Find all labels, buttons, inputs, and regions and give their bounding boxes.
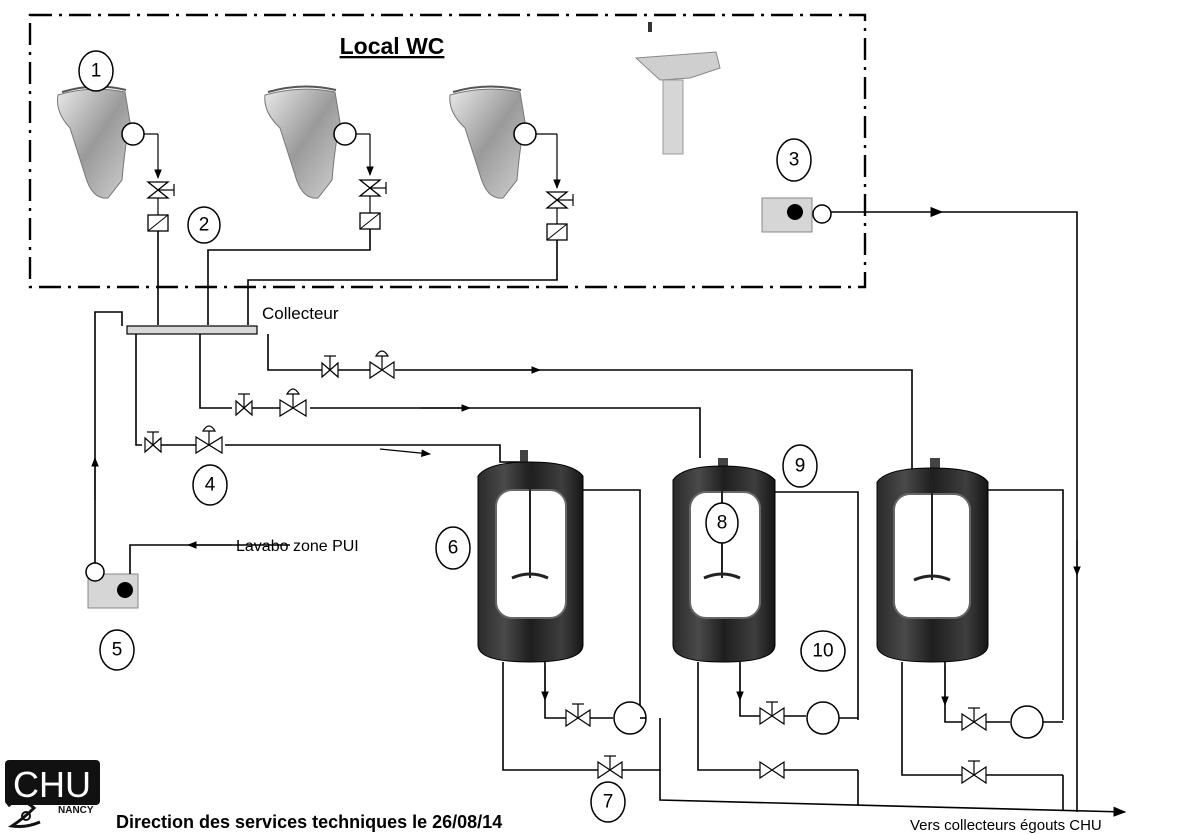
valve-line-2-manual — [235, 393, 253, 417]
valve-line-2-motor — [279, 388, 307, 418]
valve-tank-2 — [759, 701, 785, 726]
valve-line-1-manual — [144, 431, 162, 454]
svg-text:3: 3 — [789, 150, 800, 171]
solenoid-wc-2 — [359, 196, 381, 230]
recirc-pump-3 — [1010, 705, 1044, 739]
solenoid-wc-3 — [546, 208, 568, 241]
tank-2 — [672, 458, 776, 663]
valve-tank-3 — [961, 707, 987, 732]
valve-tank-1 — [565, 703, 591, 728]
svg-text:1: 1 — [91, 61, 102, 82]
toilet-3 — [449, 85, 526, 199]
tank-3 — [876, 458, 989, 663]
marker-7: 7 — [590, 781, 626, 823]
valve-wc-3 — [545, 191, 574, 209]
toilet-2 — [264, 85, 341, 199]
marker-9: 9 — [782, 444, 818, 488]
collector-bar — [126, 325, 258, 335]
svg-text:NANCY: NANCY — [58, 805, 94, 816]
marker-10: 10 — [800, 630, 846, 672]
valve-bypass-2 — [759, 760, 785, 780]
marker-4: 4 — [192, 464, 228, 506]
pump-pui — [85, 562, 139, 609]
marker-6: 6 — [435, 526, 471, 570]
outlet-label: Vers collecteurs égouts CHU — [910, 817, 1102, 834]
tank-1 — [477, 450, 584, 663]
pump-toilet-1 — [121, 122, 145, 146]
valve-wc-1 — [146, 181, 175, 199]
svg-text:5: 5 — [112, 640, 123, 661]
marker-1: 1 — [78, 50, 114, 92]
marker-2: 2 — [187, 206, 221, 244]
valve-line-3-motor — [369, 350, 395, 380]
pump-sink — [761, 197, 832, 233]
marker-5: 5 — [99, 629, 135, 671]
valve-wc-2 — [358, 179, 387, 197]
chu-logo: CHU NANCY — [5, 760, 100, 828]
svg-text:CHU: CHU — [13, 764, 91, 805]
sink — [634, 22, 721, 155]
sink-pui-label: Lavabo zone PUI — [236, 538, 359, 555]
pump-toilet-2 — [333, 122, 357, 146]
local-wc-boundary — [28, 13, 867, 289]
local-wc-title: Local WC — [340, 33, 445, 59]
footer-text: Direction des services techniques le 26/… — [116, 812, 502, 832]
recirc-pump-2 — [806, 701, 840, 735]
marker-3: 3 — [776, 138, 812, 182]
marker-8: 8 — [705, 502, 739, 544]
svg-text:10: 10 — [812, 641, 833, 662]
svg-text:8: 8 — [717, 513, 728, 534]
svg-text:9: 9 — [795, 456, 806, 477]
svg-text:6: 6 — [448, 538, 459, 559]
svg-text:2: 2 — [199, 215, 210, 236]
svg-text:4: 4 — [205, 475, 216, 496]
solenoid-wc-1 — [147, 198, 169, 232]
toilet-1 — [57, 85, 131, 199]
valve-line-3-manual — [321, 355, 339, 379]
pump-toilet-3 — [513, 122, 537, 146]
valve-bypass-3 — [961, 760, 987, 785]
svg-text:7: 7 — [603, 792, 614, 813]
valve-line-1-motor — [195, 425, 223, 455]
valve-bypass-1 — [597, 755, 623, 780]
collector-label: Collecteur — [262, 304, 339, 323]
